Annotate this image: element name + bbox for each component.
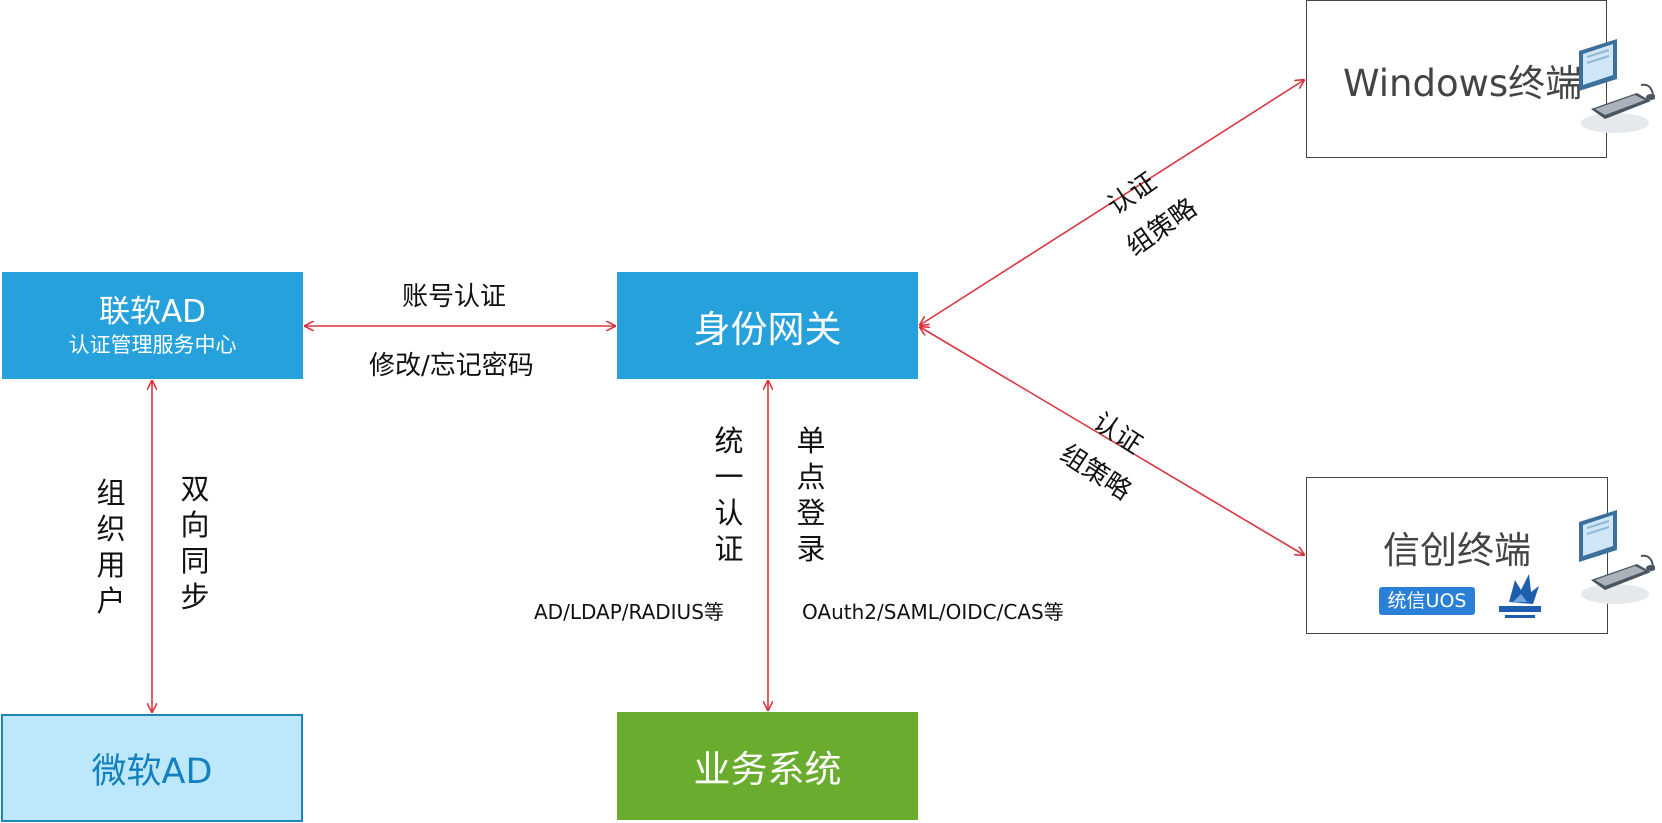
business-system-label: 业务系统	[693, 748, 842, 791]
edge-label-sso: 单点登录	[796, 424, 826, 566]
identity-gateway-label: 身份网关	[693, 307, 842, 351]
windows-terminal-node: Windows终端	[1306, 0, 1655, 158]
identity-gateway-node: 身份网关	[617, 272, 918, 379]
edge-label-org-users: 组织用户	[96, 476, 126, 618]
edge-label-password: 修改/忘记密码	[369, 351, 534, 381]
uos-logo: 统信UOS	[1379, 587, 1475, 615]
xinchuang-terminal-node: 信创终端 统信UOS	[1306, 477, 1655, 634]
microsoft-ad-label: 微软AD	[91, 751, 213, 792]
xinchuang-terminal-label: 信创终端	[1383, 529, 1531, 572]
windows-terminal-label: Windows终端	[1343, 62, 1583, 105]
computer-icon	[1579, 39, 1655, 133]
edge-label-unified-auth: 统一认证	[714, 424, 744, 566]
computer-icon	[1579, 510, 1655, 604]
business-system-node: 业务系统	[617, 712, 918, 820]
edge-label-auth-protocols: AD/LDAP/RADIUS等	[534, 600, 724, 624]
edge-label-sso-protocols: OAuth2/SAML/OIDC/CAS等	[802, 600, 1064, 624]
lianruan-ad-title: 联软AD	[98, 293, 207, 330]
lianruan-ad-subtitle: 认证管理服务中心	[68, 332, 237, 357]
arrow-gateway-windows	[920, 80, 1304, 325]
lianruan-ad-node: 联软AD 认证管理服务中心	[2, 272, 303, 379]
arrow-gateway-xinchuang	[920, 327, 1304, 555]
edge-label-account-auth: 账号认证	[402, 282, 507, 312]
edge-label-bidirectional-sync: 双向同步	[180, 472, 210, 614]
microsoft-ad-node: 微软AD	[1, 714, 303, 822]
kylin-logo	[1499, 574, 1541, 618]
